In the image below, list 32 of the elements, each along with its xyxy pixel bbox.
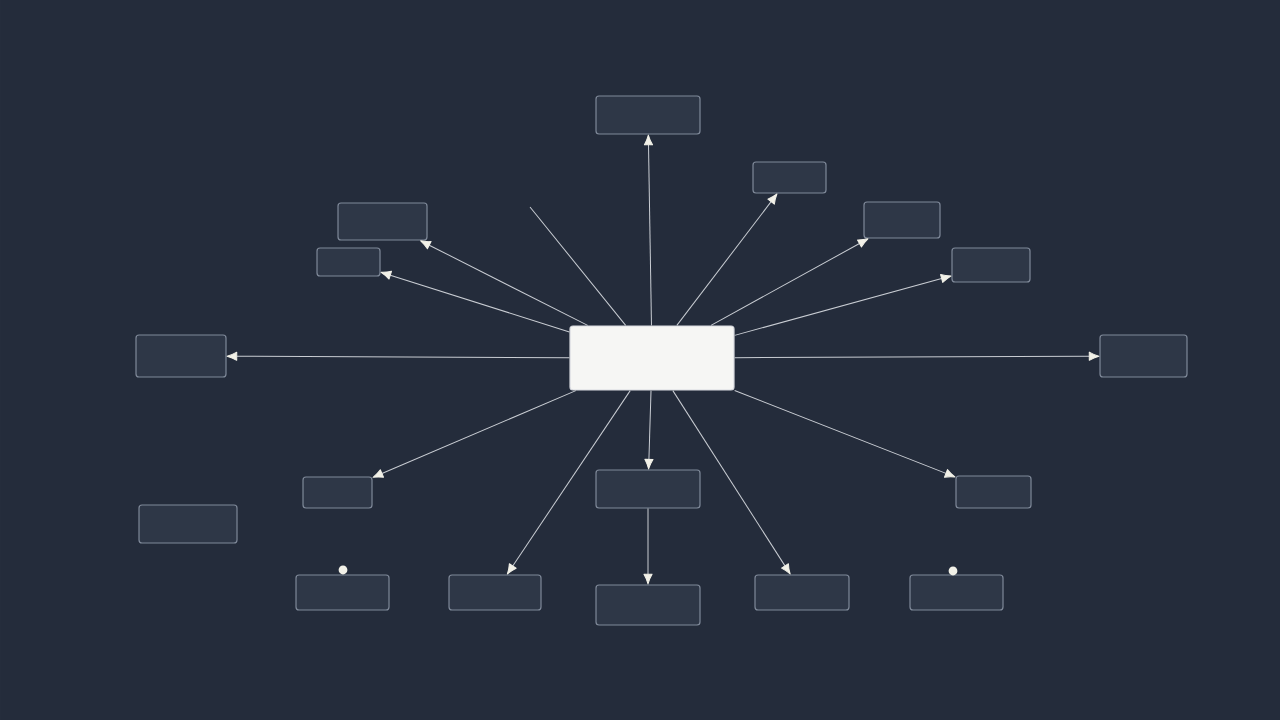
node-box [863,201,941,239]
connector-arrow [644,390,654,470]
node-box [316,247,381,277]
connector-arrow [380,270,570,333]
node-box [595,469,701,509]
node-box [337,202,428,241]
node-box [595,95,701,135]
node-box [754,574,850,611]
connector-arrow [676,193,778,326]
node-box [752,161,827,194]
hub-box [569,325,735,391]
node-box [951,247,1031,283]
connector-arrow [506,390,631,575]
node-box [909,574,1004,611]
connector-arrow [226,351,570,361]
connector-arrow [734,274,952,336]
node-box [448,574,542,611]
connector-arrow [734,389,956,478]
connector-arrow [372,390,577,478]
node-box [595,584,701,626]
node-box [302,476,373,509]
node-box [135,334,227,378]
connector-arrow [420,240,589,326]
connector-arrow [734,351,1100,361]
connector-arrow [710,238,869,326]
node-box [1099,334,1188,378]
connector-arrow [643,134,654,326]
connector-arrow [643,508,653,585]
connector-arrow [672,390,791,575]
node-box [295,574,390,611]
node-box [955,475,1032,509]
node-box [138,504,238,544]
